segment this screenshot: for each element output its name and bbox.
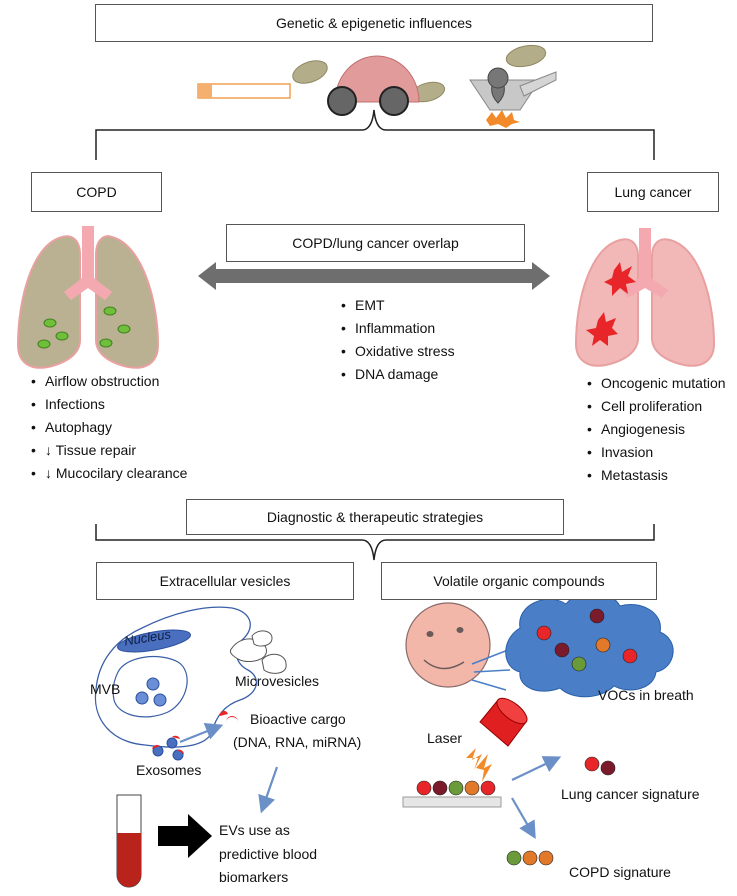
biomarker-arrow — [158, 814, 212, 858]
list-item: Inflammation — [341, 317, 455, 340]
biomarker-label-2: predictive blood — [219, 846, 318, 862]
arrow-cargo-to-biomarkers — [258, 766, 279, 814]
exosomes-label: Exosomes — [136, 762, 202, 778]
copd-list: Airflow obstruction Infections Autophagy… — [31, 370, 187, 485]
lung-signature-molecules — [584, 756, 616, 776]
list-item: Infections — [31, 393, 187, 416]
list-item: Metastasis — [587, 464, 726, 487]
voc-box: Volatile organic compounds — [381, 562, 657, 600]
list-item: ↓ Mucocilary clearance — [31, 462, 187, 485]
microvesicles-label: Microvesicles — [235, 673, 320, 689]
list-item: Invasion — [587, 441, 726, 464]
list-item: Angiogenesis — [587, 418, 726, 441]
cloud-icon — [505, 591, 674, 698]
ventilator-person-icon — [327, 55, 420, 116]
cancer-list: Oncogenic mutation Cell proliferation An… — [587, 372, 726, 487]
list-item: Autophagy — [31, 416, 187, 439]
breath-label: VOCs in breath — [598, 687, 694, 703]
list-item: Oncogenic mutation — [587, 372, 726, 395]
genetic-influences-box: Genetic & epigenetic influences — [95, 4, 653, 42]
cancer-lungs-icon — [574, 228, 716, 367]
stove-icon — [469, 67, 557, 128]
list-item: Oxidative stress — [341, 340, 455, 363]
copd-lungs-icon — [16, 226, 160, 369]
mvb-label: MVB — [90, 681, 121, 697]
smoke-icon — [292, 44, 547, 103]
cargo-label-2: (DNA, RNA, miRNA) — [233, 734, 362, 750]
overlap-box: COPD/lung cancer overlap — [226, 224, 525, 262]
bottom-brace — [95, 524, 655, 561]
arrow-exosome-to-cargo — [179, 723, 224, 744]
sample-tray — [402, 780, 502, 808]
copd-signature-molecules — [506, 850, 554, 866]
overlap-list: EMT Inflammation Oxidative stress DNA da… — [341, 294, 455, 386]
cargo-label-1: Bioactive cargo — [250, 711, 346, 727]
cell-icon — [94, 606, 287, 761]
list-item: EMT — [341, 294, 455, 317]
arrow-to-lung-signature — [511, 756, 562, 781]
biomarker-label-1: EVs use as — [219, 822, 290, 838]
ev-box: Extracellular vesicles — [96, 562, 354, 600]
cigarette-icon — [197, 83, 291, 99]
blood-tube-icon — [116, 794, 142, 888]
arrow-to-copd-signature — [511, 797, 536, 840]
copd-box: COPD — [31, 172, 162, 212]
list-item: DNA damage — [341, 363, 455, 386]
laser-label: Laser — [427, 730, 463, 746]
list-item: Cell proliferation — [587, 395, 726, 418]
top-brace — [95, 109, 655, 160]
lung-cancer-box: Lung cancer — [587, 172, 719, 212]
strategies-box: Diagnostic & therapeutic strategies — [186, 499, 564, 535]
list-item: Airflow obstruction — [31, 370, 187, 393]
lung-signature-label: Lung cancer signature — [561, 786, 700, 802]
overlap-double-arrow — [198, 262, 550, 290]
list-item: ↓ Tissue repair — [31, 439, 187, 462]
biomarker-label-3: biomarkers — [219, 869, 289, 885]
laser-icon — [466, 697, 528, 782]
copd-signature-label: COPD signature — [569, 864, 671, 880]
face-icon — [405, 602, 511, 691]
